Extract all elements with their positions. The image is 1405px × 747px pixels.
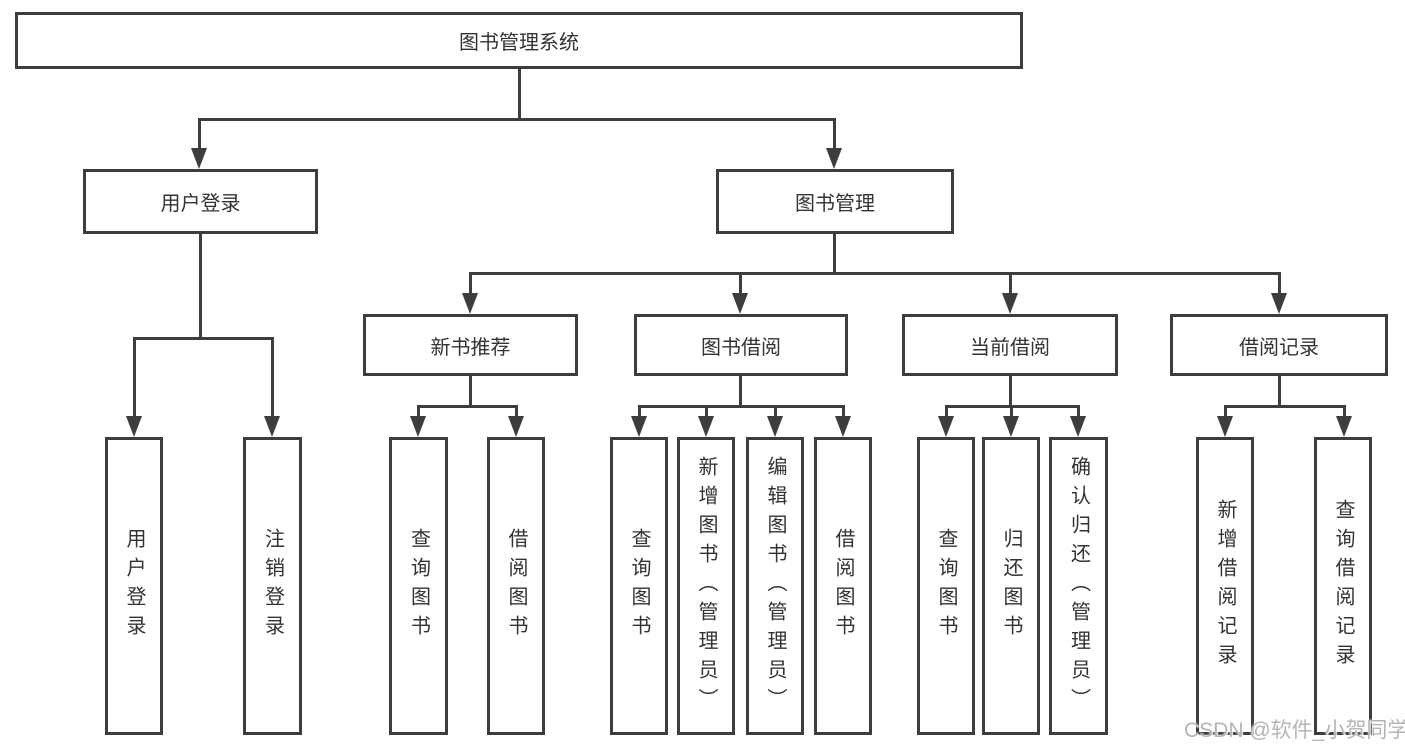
arrow-down-icon [631,416,647,437]
node-borrow-records: 借阅记录 [1170,314,1388,376]
edge-book-mgmt-shaft-4 [1278,272,1281,296]
watermark-text: CSDN @软件_小贺同学 [1184,719,1405,742]
node-leaf-add-borrow-record: 新增借阅记录 [1196,437,1254,735]
edge-current-trunk [1009,376,1012,405]
edge-book-mgmt-bar [470,272,1281,275]
edge-borrowing-shaft-1 [638,405,641,419]
edge-current-shaft-1 [945,405,948,419]
edge-new-book-shaft-1 [417,405,420,419]
node-book-management-branch: 图书管理 [716,169,954,234]
arrow-down-icon [1271,293,1287,314]
arrow-down-icon [126,416,142,437]
arrow-down-icon [264,416,280,437]
edge-borrowing-trunk [739,376,742,405]
node-label: 新书推荐 [430,336,511,359]
arrow-down-icon [835,416,851,437]
node-label: 查询图书 [935,528,957,644]
edge-borrowing-bar [639,405,845,408]
edge-current-shaft-2 [1010,405,1013,419]
node-label: 查询图书 [628,528,650,644]
edge-book-mgmt-trunk [833,234,836,272]
edge-book-mgmt-shaft-2 [739,272,742,296]
edge-root-right-shaft [833,118,836,151]
edge-borrowing-shaft-3 [774,405,777,419]
edge-root-bar [199,118,836,121]
arrow-down-icon [1070,416,1086,437]
edge-root-trunk [518,67,521,118]
arrow-down-icon [698,416,714,437]
node-label: 编辑图书（管理员） [764,455,786,717]
node-leaf-confirm-return-admin: 确认归还（管理员） [1049,437,1108,735]
node-leaf-borrow-books: 借阅图书 [814,437,872,735]
arrow-down-icon [938,416,954,437]
edge-records-bar [1225,405,1345,408]
node-label: 归还图书 [1000,528,1022,644]
node-leaf-query-borrow-record: 查询借阅记录 [1314,437,1372,735]
edge-borrowing-shaft-2 [705,405,708,419]
node-leaf-edit-books-admin: 编辑图书（管理员） [746,437,804,735]
node-label: 用户登录 [160,193,241,215]
node-label: 借阅图书 [505,528,527,644]
node-label: 当前借阅 [970,336,1050,359]
arrow-down-icon [1336,416,1352,437]
edge-records-shaft-2 [1343,405,1346,419]
node-label: 查询图书 [407,528,430,644]
edge-user-login-shaft-1 [133,337,136,418]
node-label: 图书管理系统 [459,32,579,54]
edge-current-bar [946,405,1080,408]
edge-current-shaft-3 [1077,405,1080,419]
edge-root-left-shaft [198,118,201,151]
edge-records-shaft-1 [1224,405,1227,419]
node-leaf-query-books-recommend: 查询图书 [389,437,448,735]
arrow-down-icon [410,416,426,437]
edge-new-book-trunk [469,376,472,405]
node-label: 借阅图书 [832,528,854,644]
node-label: 新增借阅记录 [1214,499,1236,673]
node-leaf-query-books-current: 查询图书 [917,437,975,735]
node-leaf-add-books-admin: 新增图书（管理员） [677,437,735,735]
arrow-down-icon [826,148,842,169]
arrow-down-icon [732,293,748,314]
node-current-borrowing: 当前借阅 [902,314,1118,376]
edge-book-mgmt-shaft-1 [469,272,472,296]
node-label: 新增图书（管理员） [695,455,717,717]
edge-borrowing-shaft-4 [842,405,845,419]
node-label: 确认归还（管理员） [1067,455,1090,717]
node-label: 用户登录 [123,528,145,644]
arrow-down-icon [1217,416,1233,437]
node-book-borrowing: 图书借阅 [634,314,848,376]
arrow-down-icon [1003,416,1019,437]
edge-user-login-trunk [199,234,202,337]
edge-user-login-shaft-2 [271,337,274,418]
arrow-down-icon [767,416,783,437]
node-library-management-system: 图书管理系统 [15,12,1023,69]
edge-new-book-bar [418,405,518,408]
node-label: 图书管理 [795,193,875,215]
node-leaf-user-login: 用户登录 [105,437,163,735]
node-leaf-query-books-borrowing: 查询图书 [610,437,668,735]
arrow-down-icon [462,293,478,314]
node-leaf-borrow-books-recommend: 借阅图书 [487,437,545,735]
arrow-down-icon [191,148,207,169]
node-label: 查询借阅记录 [1332,499,1354,673]
node-leaf-return-books: 归还图书 [982,437,1040,735]
arrow-down-icon [508,416,524,437]
edge-records-trunk [1278,376,1281,405]
edge-user-login-bar [134,337,274,340]
edge-new-book-shaft-2 [515,405,518,419]
arrow-down-icon [1002,293,1018,314]
node-label: 借阅记录 [1239,336,1319,359]
node-label: 图书借阅 [701,336,781,359]
node-new-book-recommend: 新书推荐 [363,314,578,376]
edge-book-mgmt-shaft-3 [1009,272,1012,296]
node-user-login-branch: 用户登录 [83,169,318,234]
node-label: 注销登录 [261,528,284,644]
node-leaf-logout: 注销登录 [243,437,302,735]
